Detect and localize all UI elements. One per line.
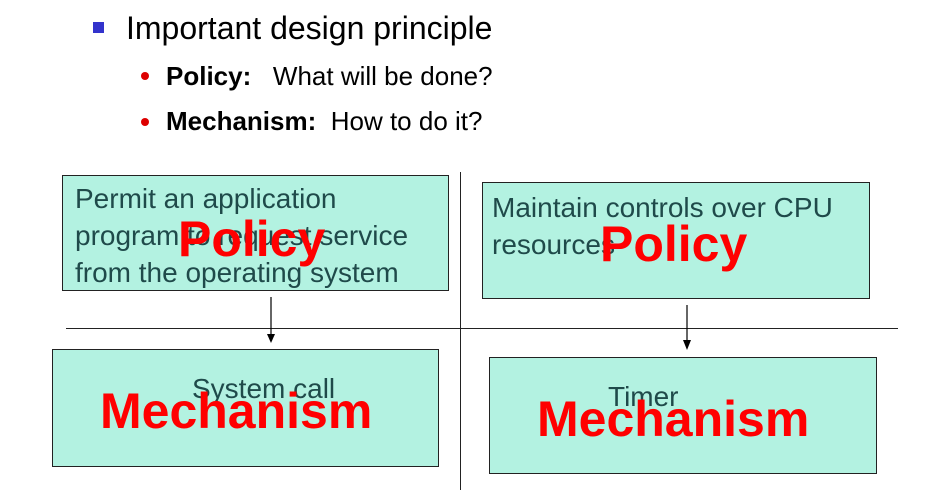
timer-text: Timer [608,381,679,412]
mechanism-box-right: Timer [489,357,877,474]
horizontal-divider [66,328,898,329]
round-bullet-icon [141,118,149,126]
slide-heading: Important design principle [126,10,493,46]
mechanism-label-right: Mechanism [537,391,810,447]
policy-right-line-2: resources [492,229,615,260]
policy-left-line-2: program to request service [75,220,409,251]
mechanism-description: How to do it? [330,106,483,136]
round-bullet-icon [141,72,149,80]
system-call-text: System call [192,373,336,404]
policy-left-line-3: from the operating system [75,257,399,288]
down-arrow-icon [267,297,275,343]
square-bullet-icon [93,22,104,33]
mechanism-term: Mechanism: [166,106,317,136]
policy-description: What will be done? [272,61,493,91]
policy-label-left: Policy [178,211,326,267]
policy-left-line-1: Permit an application [75,183,337,214]
down-arrow-icon [683,305,691,350]
policy-box-right: Maintain controls over CPU resources [482,182,870,299]
mechanism-label-left: Mechanism [100,383,373,439]
mechanism-point: Mechanism: How to do it? [166,104,482,138]
policy-right-line-1: Maintain controls over CPU [492,192,833,223]
vertical-divider [460,172,461,490]
policy-point: Policy: What will be done? [166,59,493,93]
policy-box-left: Permit an application program to request… [62,175,449,291]
policy-term: Policy: [166,61,252,91]
policy-label-right: Policy [600,216,748,272]
mechanism-box-left: System call [52,349,439,467]
